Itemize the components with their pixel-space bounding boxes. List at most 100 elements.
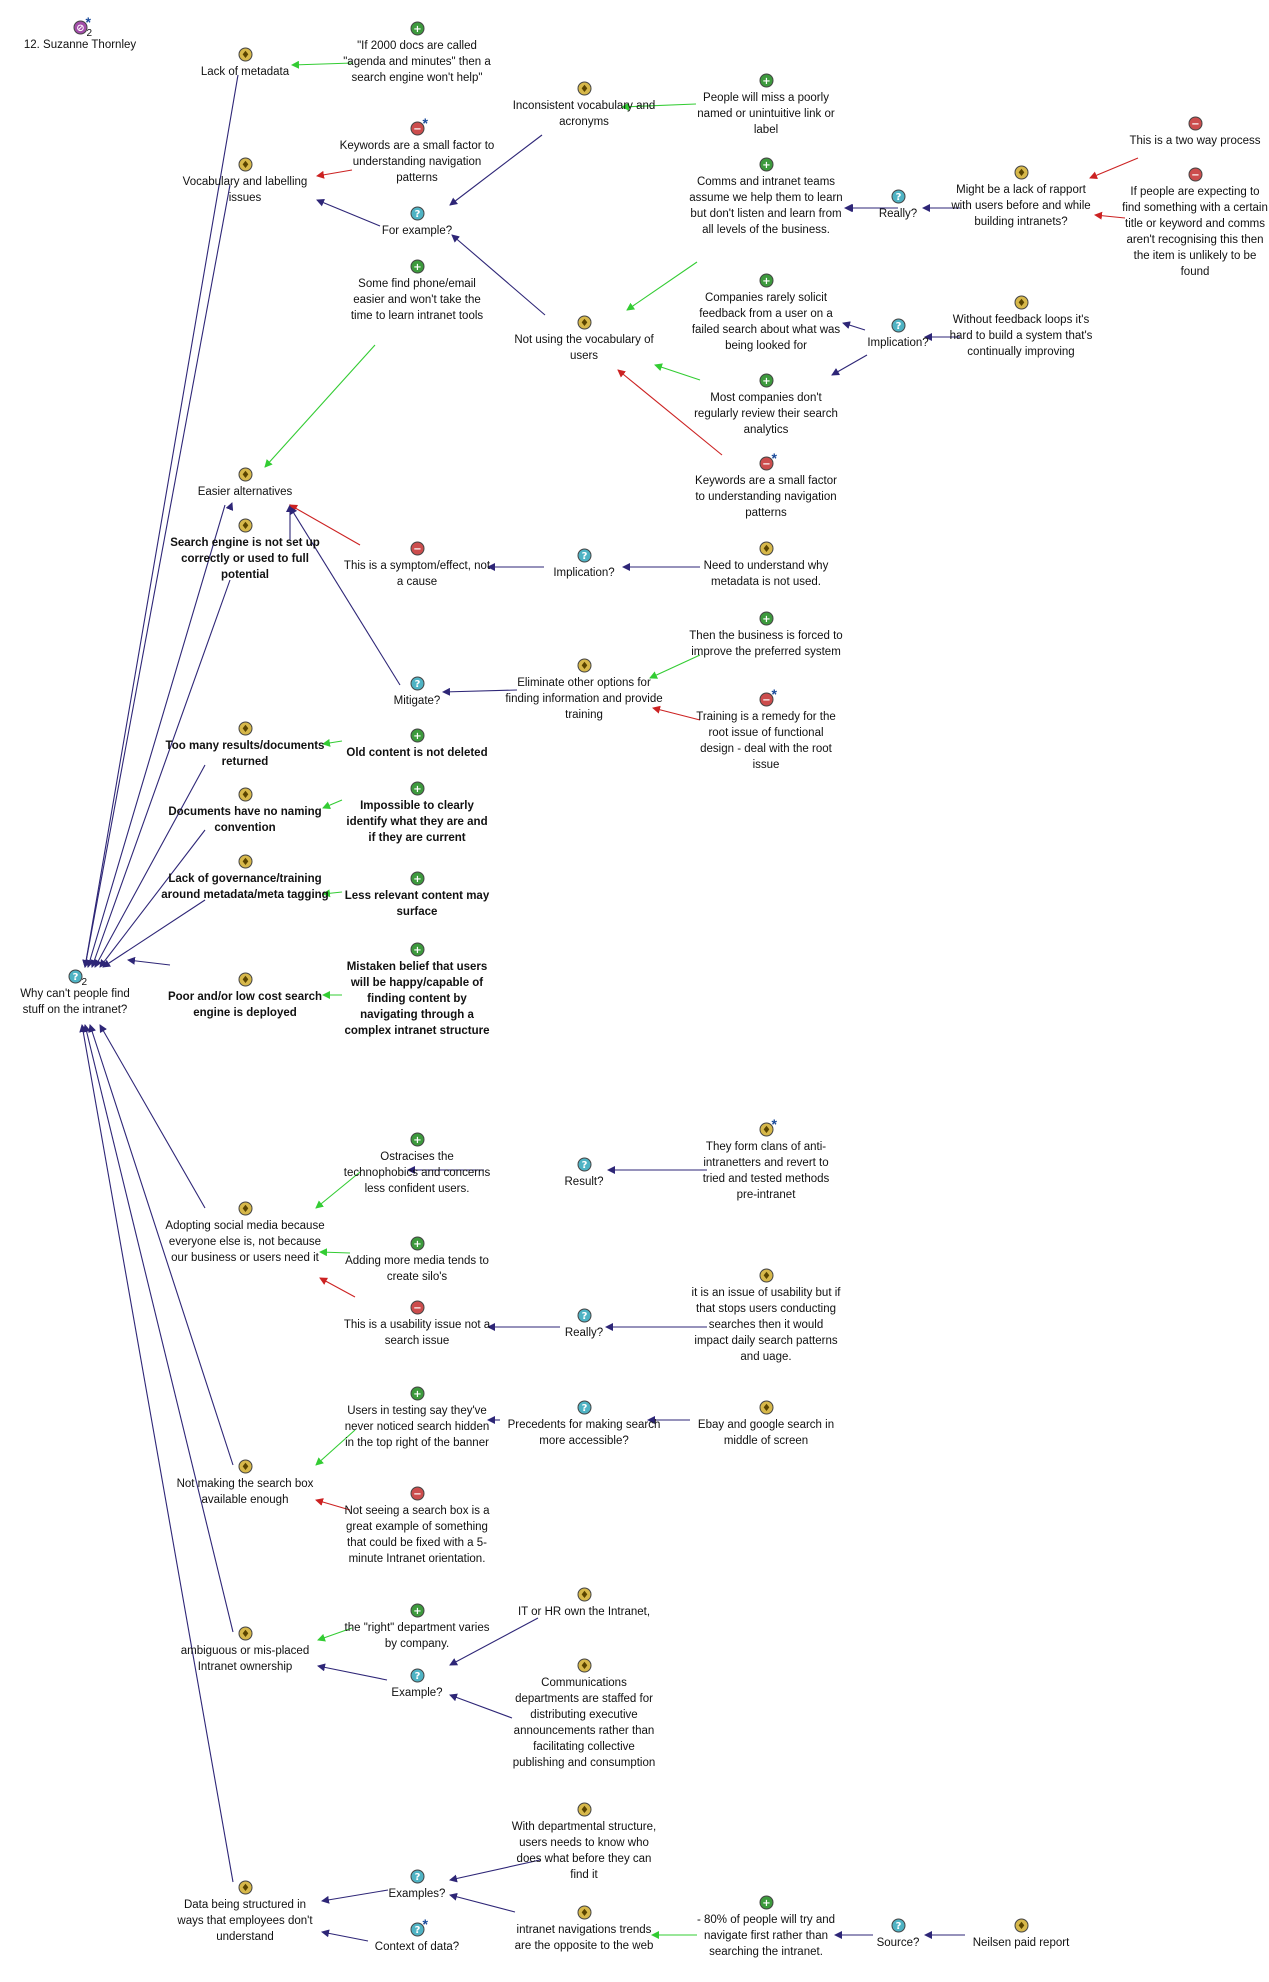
node-nav-trends[interactable]: ♦intranet navigations trends are the opp… <box>509 1905 659 1954</box>
idea-icon: ♦ <box>577 1587 592 1602</box>
link-37 <box>649 654 701 679</box>
node-implication-1[interactable]: ?Implication? <box>848 318 948 351</box>
node-less-relevant[interactable]: + Less relevant content may surface <box>337 871 497 920</box>
idea-icon: ♦ <box>577 658 592 673</box>
node-precedents[interactable]: ?Precedents for making search more acces… <box>504 1400 664 1449</box>
node-label: Adding more media tends to create silo's <box>345 1255 489 1283</box>
node-no-naming[interactable]: ♦Documents have no naming convention <box>160 787 330 836</box>
node-really-2[interactable]: ?Really? <box>544 1308 624 1341</box>
node-examples[interactable]: ?Examples? <box>367 1869 467 1902</box>
node-forced-improve[interactable]: +Then the business is forced to improve … <box>686 611 846 660</box>
link-58 <box>321 1889 389 1904</box>
svg-text:♦: ♦ <box>580 661 589 672</box>
node-agenda-minutes[interactable]: +"If 2000 docs are called "agenda and mi… <box>342 21 492 86</box>
node-more-media[interactable]: +Adding more media tends to create silo'… <box>337 1236 497 1285</box>
node-context-data[interactable]: ?*Context of data? <box>367 1916 467 1955</box>
node-miss-poorly-named[interactable]: +People will miss a poorly named or unin… <box>686 73 846 138</box>
node-search-box[interactable]: ♦Not making the search box available eno… <box>160 1459 330 1508</box>
node-vocab-labelling[interactable]: ♦Vocabulary and labelling issues <box>165 157 325 206</box>
node-old-content[interactable]: +Old content is not deleted <box>337 728 497 761</box>
node-neilsen[interactable]: ♦Neilsen paid report <box>946 1918 1096 1951</box>
svg-text:♦: ♦ <box>241 1462 250 1473</box>
node-inconsistent-vocab[interactable]: ♦ Inconsistent vocabulary and acronyms <box>504 81 664 130</box>
node-clans[interactable]: ♦* They form clans of anti-intranetters a… <box>691 1116 841 1203</box>
node-usability-issue[interactable]: −This is a usability issue not a search … <box>342 1300 492 1349</box>
node-mistaken-belief[interactable]: +Mistaken belief that users will be happ… <box>342 942 492 1039</box>
svg-text:+: + <box>762 276 770 287</box>
node-easier-alt[interactable]: ♦Easier alternatives <box>170 467 320 500</box>
node-label: Lack of metadata <box>200 66 290 78</box>
node-issue-usability[interactable]: ♦it is an issue of usability but if that… <box>691 1268 841 1365</box>
node-not-using-vocab[interactable]: ♦Not using the vocabulary of users <box>509 315 659 364</box>
link-45 <box>315 1171 361 1209</box>
node-eighty-percent[interactable]: +- 80% of people will try and navigate f… <box>691 1895 841 1960</box>
node-label: Old content is not deleted <box>346 747 488 759</box>
svg-text:♦: ♦ <box>241 1204 250 1215</box>
node-data-structured[interactable]: ♦Data being structured in ways that empl… <box>170 1880 320 1945</box>
node-never-noticed[interactable]: +Users in testing say they've never noti… <box>342 1386 492 1451</box>
node-keywords-small-1[interactable]: −*Keywords are a small factor to underst… <box>337 115 497 186</box>
idea-icon: ♦ <box>238 1459 253 1474</box>
node-eliminate-options[interactable]: ♦Eliminate other options for finding inf… <box>504 658 664 723</box>
pro-icon: + <box>410 1386 425 1401</box>
node-phone-email[interactable]: +Some find phone/email easier and won't … <box>342 259 492 324</box>
node-implication-2[interactable]: ?Implication? <box>534 548 634 581</box>
node-source[interactable]: ?Source? <box>858 1918 938 1951</box>
node-ownership[interactable]: ♦ambiguous or mis-placed Intranet owners… <box>160 1626 330 1675</box>
node-right-dept[interactable]: +the "right" department varies by compan… <box>337 1603 497 1652</box>
node-label: They form clans of anti-intranetters and… <box>702 1141 830 1201</box>
node-really-1[interactable]: ?Really? <box>858 189 938 222</box>
node-search-engine-setup[interactable]: ♦Search engine is not set up correctly o… <box>163 518 328 583</box>
link-14 <box>316 198 381 227</box>
node-label: Inconsistent vocabulary and acronyms <box>512 100 656 128</box>
svg-text:+: + <box>413 24 421 35</box>
idea-icon: ♦ <box>577 1802 592 1817</box>
node-lack-metadata[interactable]: ♦Lack of metadata <box>160 47 330 80</box>
svg-text:♦: ♦ <box>580 84 589 95</box>
node-symptom[interactable]: −This is a symptom/effect, not a cause <box>342 541 492 590</box>
node-departmental[interactable]: ♦With departmental structure, users need… <box>509 1802 659 1883</box>
node-mitigate[interactable]: ?Mitigate? <box>367 676 467 709</box>
svg-text:−: − <box>413 544 421 555</box>
node-impossible-identify[interactable]: +Impossible to clearly identify what the… <box>342 781 492 846</box>
question-icon: ? <box>410 1668 425 1683</box>
node-result[interactable]: ?Result? <box>544 1157 624 1190</box>
node-two-way[interactable]: −This is a two way process <box>1115 116 1269 149</box>
node-lack-governance[interactable]: ♦Lack of governance/training around meta… <box>160 854 330 903</box>
node-keywords-small-2[interactable]: −*Keywords are a small factor to underst… <box>691 450 841 521</box>
node-ostracises[interactable]: +Ostracises the technophobics and concer… <box>342 1132 492 1197</box>
node-it-hr[interactable]: ♦IT or HR own the Intranet, <box>509 1587 659 1620</box>
node-label: Source? <box>876 1937 920 1949</box>
node-review-analytics[interactable]: +Most companies don't regularly review t… <box>691 373 841 438</box>
node-comms-staffed[interactable]: ♦Communications departments are staffed … <box>509 1658 659 1771</box>
link-38 <box>652 705 701 721</box>
link-11 <box>79 1024 234 1883</box>
node-understand-why[interactable]: ♦Need to understand why metadata is not … <box>686 541 846 590</box>
node-training-remedy[interactable]: −*Training is a remedy for the root issu… <box>691 686 841 773</box>
node-poor-engine[interactable]: ♦Poor and/or low cost search engine is d… <box>160 972 330 1021</box>
node-label: Result? <box>564 1176 604 1188</box>
node-label: ambiguous or mis-placed Intranet ownersh… <box>180 1645 310 1673</box>
node-rapport[interactable]: ♦Might be a lack of rapport with users b… <box>946 165 1096 230</box>
node-not-seeing[interactable]: −Not seeing a search box is a great exam… <box>342 1486 492 1567</box>
idea-icon: ♦* <box>759 1116 777 1137</box>
node-comms-intranet[interactable]: +Comms and intranet teams assume we help… <box>686 157 846 238</box>
link-6 <box>102 899 206 968</box>
node-rarely-solicit[interactable]: +Companies rarely solicit feedback from … <box>686 273 846 354</box>
node-for-example[interactable]: ?For example? <box>357 206 477 239</box>
node-label: Less relevant content may surface <box>344 890 490 918</box>
link-0 <box>82 74 239 968</box>
pro-icon: + <box>410 871 425 886</box>
idea-icon: ♦ <box>577 315 592 330</box>
link-28 <box>654 363 701 381</box>
node-example[interactable]: ?Example? <box>367 1668 467 1701</box>
node-social-media[interactable]: ♦Adopting social media because everyone … <box>165 1201 325 1266</box>
idea-icon: ♦ <box>238 854 253 869</box>
node-too-many[interactable]: ♦Too many results/documents returned <box>160 721 330 770</box>
node-feedback-loops[interactable]: ♦Without feedback loops it's hard to bui… <box>946 295 1096 360</box>
node-label: Too many results/documents returned <box>165 740 325 768</box>
node-ebay-google[interactable]: ♦Ebay and google search in middle of scr… <box>686 1400 846 1449</box>
node-expecting-title[interactable]: −If people are expecting to find somethi… <box>1120 167 1269 280</box>
